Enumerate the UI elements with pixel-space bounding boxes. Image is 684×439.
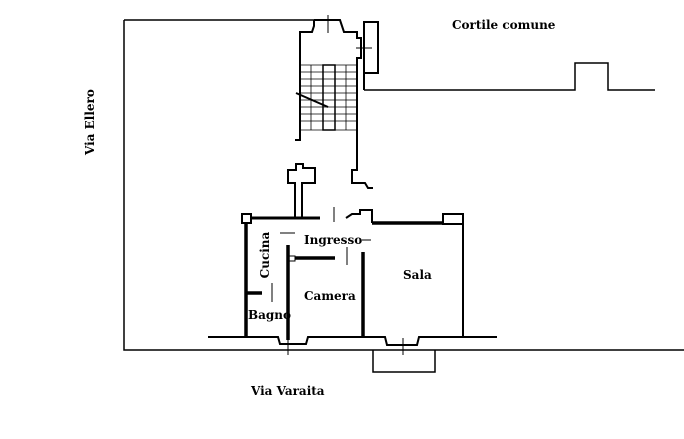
room-label-entrance: Ingresso: [304, 233, 363, 247]
room-label-bedroom: Camera: [304, 289, 356, 303]
chimney: [287, 163, 316, 213]
stairwell: [295, 15, 379, 189]
outer-boundary: [123, 19, 684, 351]
courtyard-label: Cortile comune: [452, 18, 556, 32]
room-label-kitchen: Cucina: [258, 231, 272, 279]
street-label-south: Via Varaita: [251, 384, 325, 398]
room-label-living: Sala: [403, 268, 432, 282]
street-label-west: Via Ellero: [83, 89, 97, 155]
apartment-walls: [208, 207, 497, 373]
stair-treads: [301, 64, 357, 131]
room-label-bathroom: Bagno: [248, 308, 292, 322]
